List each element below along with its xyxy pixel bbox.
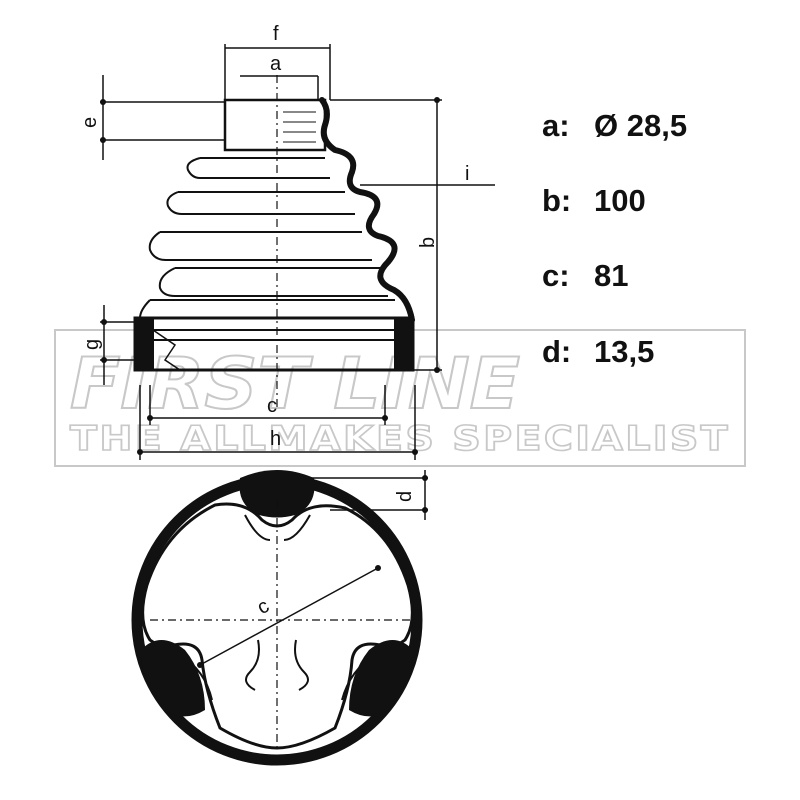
bellows-fold-3: [148, 231, 372, 261]
spec-key-d: d:: [542, 334, 572, 369]
end-view-lobe-left: [140, 640, 205, 717]
bellows-fold-1: [186, 157, 330, 179]
label-c: c: [267, 395, 277, 417]
label-c-end-view: c: [254, 595, 273, 619]
spec-key-a: a:: [542, 108, 570, 143]
label-d: d: [394, 491, 416, 502]
label-g: g: [81, 339, 103, 350]
end-view-diameter-line: [199, 567, 379, 666]
spec-row-b: b: 100: [542, 183, 646, 223]
watermark-tagline: THE ALLMAKES SPECIALIST: [70, 419, 730, 459]
spec-row-d: d: 13,5: [542, 334, 654, 374]
spec-value-a: Ø 28,5: [594, 108, 688, 143]
spec-key-c: c:: [542, 258, 570, 293]
spec-value-d: 13,5: [594, 334, 655, 369]
dimension-dots: [100, 97, 440, 513]
label-h: h: [270, 428, 281, 450]
spec-value-c: 81: [594, 258, 629, 293]
boot-side-view: [133, 75, 415, 410]
label-b: b: [417, 237, 439, 248]
spec-key-b: b:: [542, 183, 572, 218]
label-a: a: [270, 53, 282, 75]
end-view-lobe-top: [239, 470, 315, 518]
bellows-bottom: [139, 299, 395, 319]
spec-row-c: c: 81: [542, 258, 628, 298]
end-view-lobe-right: [349, 640, 414, 717]
spec-row-a: a: Ø 28,5: [542, 108, 687, 148]
dimension-lines: [100, 44, 495, 520]
label-e: e: [79, 117, 101, 128]
bellows-fold-4: [158, 267, 388, 297]
label-i: i: [465, 163, 469, 185]
label-f: f: [273, 23, 279, 45]
bellows-fold-2: [166, 191, 355, 215]
boot-wall-profile: [319, 97, 415, 323]
spec-value-b: 100: [594, 183, 646, 218]
boot-end-view: [131, 470, 423, 766]
